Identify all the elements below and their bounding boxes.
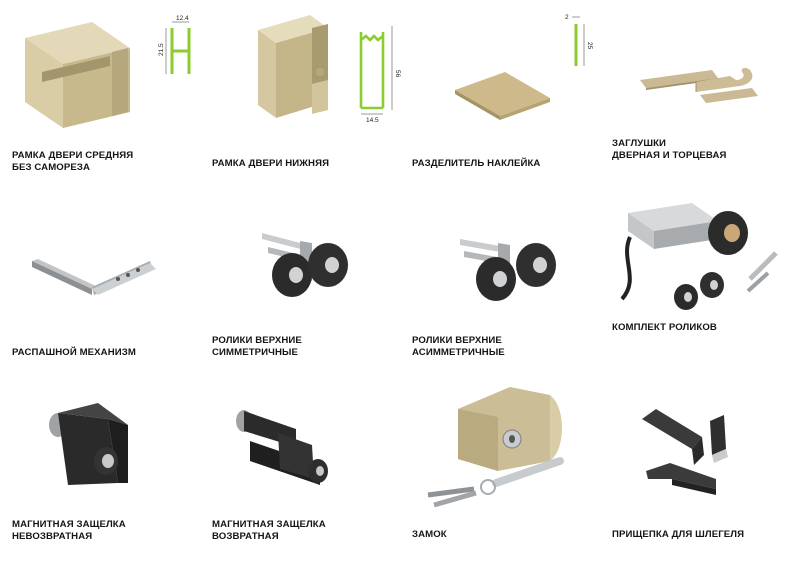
product-card[interactable]: ЗАГЛУШКИ ДВЕРНАЯ И ТОРЦЕВАЯ (600, 0, 800, 189)
product-card[interactable]: МАГНИТНАЯ ЗАЩЕЛКА НЕВОЗВРАТНАЯ (0, 379, 200, 568)
product-label: КОМПЛЕКТ РОЛИКОВ (612, 322, 717, 333)
product-label: ЗАМОК (412, 529, 447, 540)
product-label: МАГНИТНАЯ ЗАЩЕЛКА НЕВОЗВРАТНАЯ (12, 519, 126, 542)
product-card[interactable]: РОЛИКИ ВЕРХНИЕ АСИММЕТРИЧНЫЕ (400, 189, 600, 378)
dimension-height: 56 (394, 70, 401, 78)
product-label: РАМКА ДВЕРИ СРЕДНЯЯ БЕЗ САМОРЕЗА (12, 150, 134, 173)
bottom-profile-icon: 56 14.5 (258, 15, 401, 124)
product-card[interactable]: ЗАМОК (400, 379, 600, 568)
h-profile-icon: 12.4 21.5 (25, 15, 191, 128)
product-card[interactable]: РОЛИКИ ВЕРХНИЕ СИММЕТРИЧНЫЕ (200, 189, 400, 378)
product-label: РОЛИКИ ВЕРХНИЕ АСИММЕТРИЧНЫЕ (412, 335, 505, 358)
product-label: РАЗДЕЛИТЕЛЬ НАКЛЕЙКА (412, 158, 541, 169)
top-rollers-asym-icon (460, 239, 556, 301)
product-card[interactable]: КОМПЛЕКТ РОЛИКОВ (600, 189, 800, 378)
product-label: ПРИЩЕПКА ДЛЯ ШЛЕГЕЛЯ (612, 529, 745, 540)
product-label: РАСПАШНОЙ МЕХАНИЗМ (12, 347, 136, 358)
product-label: ЗАГЛУШКИ ДВЕРНАЯ И ТОРЦЕВАЯ (612, 138, 727, 161)
lock-keys-icon (427, 387, 564, 508)
dimension-thickness: 2 (565, 14, 569, 21)
brush-clip-icon (642, 409, 728, 495)
dimension-height: 21.5 (158, 43, 165, 56)
magnet-latch-return-icon (236, 410, 328, 485)
dimension-width: 14.5 (366, 117, 379, 124)
product-card[interactable]: РАСПАШНОЙ МЕХАНИЗМ (0, 189, 200, 378)
product-card[interactable]: ПРИЩЕПКА ДЛЯ ШЛЕГЕЛЯ (600, 379, 800, 568)
product-card[interactable]: 2 25 РАЗДЕЛИТЕЛЬ НАКЛЕЙКА (400, 0, 600, 189)
dimension-width: 12.4 (176, 15, 189, 22)
top-rollers-icon (262, 233, 348, 297)
magnet-latch-icon (49, 403, 128, 485)
product-label: РОЛИКИ ВЕРХНИЕ СИММЕТРИЧНЫЕ (212, 335, 302, 358)
swing-bracket-icon (32, 259, 156, 295)
end-caps-icon (640, 67, 758, 103)
dimension-width: 25 (586, 42, 593, 50)
roller-kit-icon (620, 203, 778, 310)
product-label: МАГНИТНАЯ ЗАЩЕЛКА ВОЗВРАТНАЯ (212, 519, 326, 542)
product-label: РАМКА ДВЕРИ НИЖНЯЯ (212, 158, 330, 169)
product-card[interactable]: 12.4 21.5 РАМКА ДВЕРИ СРЕДНЯЯ БЕЗ САМОРЕ… (0, 0, 200, 189)
product-card[interactable]: 56 14.5 РАМКА ДВЕРИ НИЖНЯЯ (200, 0, 401, 189)
product-card[interactable]: МАГНИТНАЯ ЗАЩЕЛКА ВОЗВРАТНАЯ (200, 379, 400, 568)
separator-pad-icon: 2 25 (455, 14, 593, 120)
